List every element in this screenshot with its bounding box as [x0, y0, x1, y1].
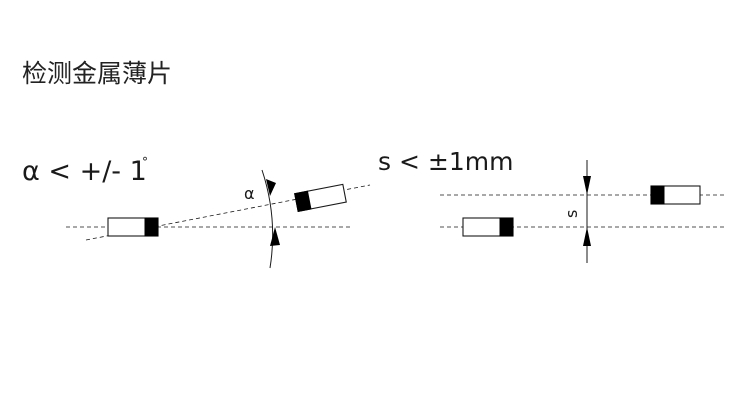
degree-symbol: ° [142, 155, 148, 169]
upper-sensor-cap [650, 185, 665, 205]
offset-symbol: s [562, 210, 581, 218]
lower-sensor-cap [499, 217, 514, 237]
dimension-arrow-top [583, 176, 591, 195]
lower-sensor [462, 217, 514, 237]
dimension-arrow-bottom [583, 227, 591, 246]
upper-sensor [650, 185, 701, 205]
tilted-sensor [294, 183, 347, 213]
offset-tolerance-label: s < ±1mm [378, 147, 513, 176]
arc-arrow-upper [266, 179, 276, 196]
page-title: 检测金属薄片 [22, 59, 173, 88]
angle-arc [261, 169, 274, 269]
tilted-sensor-cap [294, 190, 312, 213]
reference-sensor [107, 217, 159, 237]
angle-tolerance-panel: α < +/- 1 ° α [22, 155, 371, 269]
angle-tolerance-label: α < +/- 1 [22, 156, 147, 187]
arc-arrow-lower [270, 227, 280, 246]
angle-symbol: α [244, 184, 255, 203]
offset-tolerance-panel: s < ±1mm s [378, 147, 727, 263]
sensor-cap [144, 217, 159, 237]
